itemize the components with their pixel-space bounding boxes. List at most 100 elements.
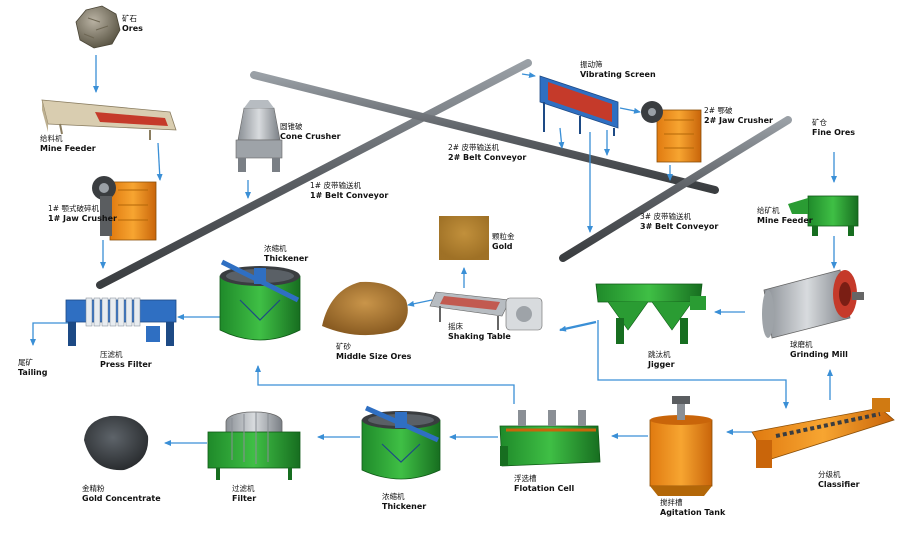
gold-label-zh: 颗粒金 xyxy=(492,232,515,241)
belt-conveyor-3-label-en: 3# Belt Conveyor xyxy=(640,222,719,231)
gold-concentrate-label-zh: 金精粉 xyxy=(82,484,105,493)
flotation-cell-label-zh: 浮选槽 xyxy=(514,474,537,483)
cone-crusher-picture xyxy=(235,100,283,172)
mine-feeder-label-en: Mine Feeder xyxy=(40,144,96,153)
flow-arrows xyxy=(30,55,837,446)
belt-conveyor-2-label-en: 2# Belt Conveyor xyxy=(448,153,527,162)
middle-ores-label: 矿砂 Middle Size Ores xyxy=(336,342,411,362)
thickener-1-label: 浓缩机 Thickener xyxy=(264,244,308,264)
jaw-crusher-2-label: 2# 鄂破 2# Jaw Crusher xyxy=(704,106,773,126)
thickener-2-label-zh: 浓缩机 xyxy=(382,492,405,501)
filter-label: 过滤机 Filter xyxy=(232,484,256,504)
belt-conveyor-1-label-zh: 1# 皮带输送机 xyxy=(310,181,361,190)
press-filter-picture xyxy=(65,297,177,346)
vibrating-screen-label: 振动筛 Vibrating Screen xyxy=(580,60,656,80)
thickener-1-label-en: Thickener xyxy=(264,254,309,263)
jaw-crusher-2-picture xyxy=(641,101,702,163)
agitation-tank-picture xyxy=(649,396,713,496)
classifier-picture xyxy=(751,398,895,468)
shaking-table-label-en: Shaking Table xyxy=(448,332,511,341)
fine-ores-label: 矿仓 Fine Ores xyxy=(812,118,855,138)
belt-conveyor-3-label: 3# 皮带输送机 3# Belt Conveyor xyxy=(640,212,718,232)
grinding-mill-label: 球磨机 Grinding Mill xyxy=(790,340,848,360)
filter-picture xyxy=(207,411,301,480)
ores-picture xyxy=(75,5,121,49)
jigger-label: 跳汰机 Jigger xyxy=(648,350,675,370)
classifier-label: 分级机 Classifier xyxy=(818,470,860,490)
gold-concentrate-label: 金精粉 Gold Concentrate xyxy=(82,484,161,504)
grinding-mill-picture xyxy=(762,269,864,339)
fine-ores-label-zh: 矿仓 xyxy=(812,118,827,127)
belt-conveyor-3-pipe xyxy=(559,116,792,262)
thickener-2-label: 浓缩机 Thickener xyxy=(382,492,426,512)
agitation-tank-label-en: Agitation Tank xyxy=(660,508,726,517)
mine-feeder-label-zh: 给料机 xyxy=(40,134,63,143)
mine-feeder-picture xyxy=(41,99,177,140)
cone-crusher-label: 圆锥破 Cone Crusher xyxy=(280,122,341,142)
grinding-mill-label-en: Grinding Mill xyxy=(790,350,848,359)
gold-picture xyxy=(439,216,489,260)
gold-label: 颗粒金 Gold xyxy=(492,232,515,252)
classifier-label-en: Classifier xyxy=(818,480,860,489)
tailing-label-en: Tailing xyxy=(18,368,48,377)
agitation-tank-label-zh: 搅拌槽 xyxy=(660,498,683,507)
mine-feeder-2-label-zh: 给矿机 xyxy=(757,206,780,215)
gold-concentrate-label-en: Gold Concentrate xyxy=(82,494,161,503)
fine-ores-label-en: Fine Ores xyxy=(812,128,856,137)
vibrating-screen-label-en: Vibrating Screen xyxy=(580,70,656,79)
belt-conveyor-1-pipe xyxy=(96,59,532,289)
classifier-label-zh: 分级机 xyxy=(818,470,841,479)
jaw-crusher-1-label-zh: 1# 颚式破碎机 xyxy=(48,204,99,213)
thickener-2-label-en: Thickener xyxy=(382,502,427,511)
grinding-mill-label-zh: 球磨机 xyxy=(790,340,813,349)
mine-feeder-label: 给料机 Mine Feeder xyxy=(40,134,96,154)
mine-feeder-2-picture xyxy=(788,195,859,236)
press-filter-label-zh: 压滤机 xyxy=(100,350,123,359)
middle-ores-label-en: Middle Size Ores xyxy=(336,352,412,361)
belt-conveyor-2-pipe xyxy=(250,71,719,194)
belt-conveyor-1-label-en: 1# Belt Conveyor xyxy=(310,191,389,200)
press-filter-label-en: Press Filter xyxy=(100,360,152,369)
tailing-label-zh: 尾矿 xyxy=(18,358,33,367)
thickener-1-label-zh: 浓缩机 xyxy=(264,244,287,253)
filter-label-zh: 过滤机 xyxy=(232,484,255,493)
shaking-table-label-zh: 摇床 xyxy=(448,322,463,331)
flotation-cell-label: 浮选槽 Flotation Cell xyxy=(514,474,574,494)
belt-conveyor-1-label: 1# 皮带输送机 1# Belt Conveyor xyxy=(310,181,388,201)
jigger-picture xyxy=(595,283,706,344)
belt-conveyor-3-label-zh: 3# 皮带输送机 xyxy=(640,212,691,221)
vibrating-screen-picture xyxy=(539,75,619,136)
belt-conveyor-2-label: 2# 皮带输送机 2# Belt Conveyor xyxy=(448,143,526,163)
middle-ores-label-zh: 矿砂 xyxy=(336,342,351,351)
shaking-table-label: 摇床 Shaking Table xyxy=(448,322,511,342)
agitation-tank-label: 搅拌槽 Agitation Tank xyxy=(660,498,725,518)
tailing-label: 尾矿 Tailing xyxy=(18,358,47,378)
mine-feeder-2-label-en: Mine Feeder xyxy=(757,216,813,225)
belt-conveyor-2-label-zh: 2# 皮带输送机 xyxy=(448,143,499,152)
gold-concentrate-picture xyxy=(84,415,149,471)
jaw-crusher-1-picture xyxy=(92,176,157,241)
shaking-table-picture xyxy=(429,291,543,331)
mine-feeder-2-label: 给矿机 Mine Feeder xyxy=(757,206,813,226)
jigger-label-en: Jigger xyxy=(648,360,675,369)
jaw-crusher-1-label-en: 1# Jaw Crusher xyxy=(48,214,117,223)
vibrating-screen-label-zh: 振动筛 xyxy=(580,60,603,69)
thickener-2-picture xyxy=(361,405,441,480)
thickener-1-picture xyxy=(219,259,301,341)
cone-crusher-label-zh: 圆锥破 xyxy=(280,122,303,131)
ores-label-zh: 矿石 xyxy=(122,14,137,23)
jaw-crusher-2-label-en: 2# Jaw Crusher xyxy=(704,116,773,125)
jigger-label-zh: 跳汰机 xyxy=(648,350,671,359)
press-filter-label: 压滤机 Press Filter xyxy=(100,350,152,370)
ores-label-en: Ores xyxy=(122,24,143,33)
gold-label-en: Gold xyxy=(492,242,513,251)
cone-crusher-label-en: Cone Crusher xyxy=(280,132,341,141)
flotation-cell-label-en: Flotation Cell xyxy=(514,484,575,493)
middle-ores-picture xyxy=(322,281,408,336)
flotation-cell-picture xyxy=(499,410,601,467)
filter-label-en: Filter xyxy=(232,494,257,503)
ores-label: 矿石 Ores xyxy=(122,14,143,34)
jaw-crusher-1-label: 1# 颚式破碎机 1# Jaw Crusher xyxy=(48,204,117,224)
